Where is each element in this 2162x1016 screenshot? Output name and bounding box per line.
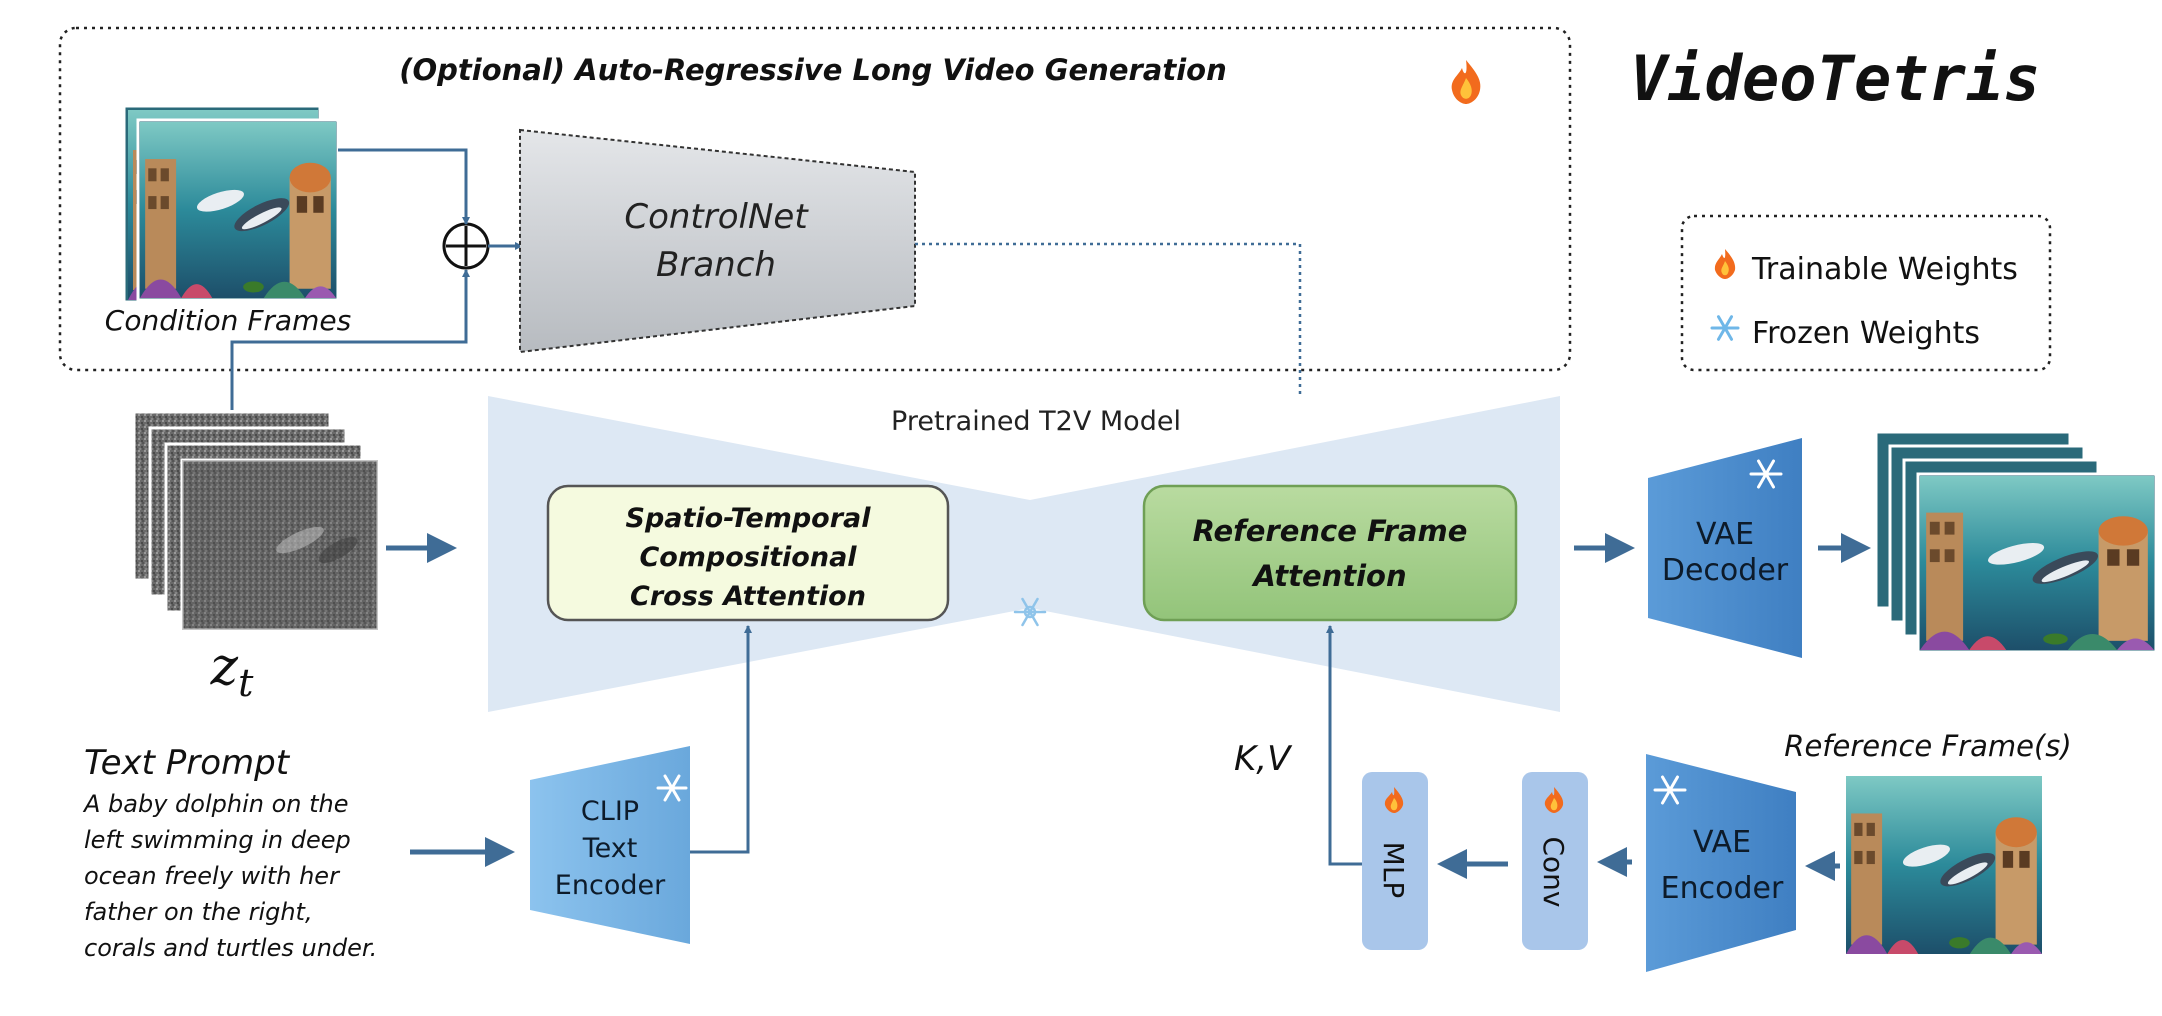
snowflake-icon bbox=[1749, 459, 1783, 489]
condition-to-add-connector bbox=[338, 148, 470, 225]
reference-frames-image bbox=[1846, 776, 2042, 954]
snowflake-icon bbox=[1013, 597, 1047, 627]
spatio-label-line1: Spatio-Temporal bbox=[626, 503, 872, 534]
fire-icon bbox=[1384, 787, 1404, 813]
vae-decoder-line2: Decoder bbox=[1662, 553, 1789, 588]
text-prompt-line: A baby dolphin on the bbox=[82, 790, 349, 818]
legend: Trainable Weights Frozen Weights bbox=[1680, 214, 2052, 372]
controlnet-label-line2: Branch bbox=[656, 245, 776, 285]
conv-block bbox=[1522, 772, 1588, 950]
clip-text-encoder-block bbox=[530, 746, 690, 944]
vae-encoder-line1: VAE bbox=[1693, 825, 1751, 860]
noise-to-add-connector bbox=[230, 269, 470, 410]
reference-frames-caption: Reference Frame(s) bbox=[1784, 729, 2071, 763]
reference-frame-attention-block bbox=[1142, 484, 1518, 622]
clip-label-line3: Encoder bbox=[555, 870, 666, 901]
snowflake-icon bbox=[1653, 775, 1687, 805]
fire-icon bbox=[1451, 60, 1481, 104]
spatio-temporal-attention-block bbox=[546, 484, 950, 622]
t2v-hourglass-fill bbox=[488, 396, 1560, 712]
snowflake-icon bbox=[1710, 315, 1740, 341]
optional-branch-box bbox=[58, 26, 1572, 372]
legend-trainable-label: Trainable Weights bbox=[1751, 252, 2018, 287]
optional-branch-title: (Optional) Auto-Regressive Long Video Ge… bbox=[399, 53, 1226, 87]
noise-latent-image bbox=[132, 410, 380, 632]
fire-icon bbox=[1544, 787, 1564, 813]
condition-frames-caption: Condition Frames bbox=[105, 304, 351, 337]
reference-attention-line2: Attention bbox=[1251, 559, 1406, 593]
controlnet-branch-block bbox=[519, 128, 916, 354]
mlp-to-reference-attention-connector bbox=[1326, 625, 1362, 866]
noise-label: zt bbox=[210, 637, 254, 705]
controlnet-to-reference-connector bbox=[915, 242, 1304, 423]
spatio-label-line2: Compositional bbox=[639, 542, 857, 573]
text-prompt-line: father on the right, bbox=[84, 898, 313, 926]
add-operator-icon bbox=[442, 222, 490, 270]
reference-attention-line1: Reference Frame bbox=[1193, 514, 1468, 548]
vae-decoder-line1: VAE bbox=[1696, 517, 1754, 552]
mlp-label: MLP bbox=[1377, 842, 1410, 899]
clip-to-spatio-connector bbox=[690, 625, 752, 854]
condition-frames-image bbox=[122, 104, 340, 304]
t2v-title: Pretrained T2V Model bbox=[891, 406, 1181, 437]
kv-label: K,V bbox=[1234, 739, 1293, 779]
vae-encoder-line2: Encoder bbox=[1661, 871, 1784, 906]
clip-label-line2: Text bbox=[582, 833, 638, 864]
clip-label-line1: CLIP bbox=[581, 796, 639, 827]
vae-decoder-block bbox=[1648, 438, 1802, 658]
optional-branch-group: (Optional) Auto-Regressive Long Video Ge… bbox=[58, 26, 1572, 410]
mlp-block bbox=[1362, 772, 1428, 950]
conv-label: Conv bbox=[1537, 837, 1570, 908]
spatio-label-line3: Cross Attention bbox=[630, 581, 866, 612]
text-prompt-title: Text Prompt bbox=[84, 743, 291, 783]
snowflake-icon bbox=[656, 774, 688, 802]
brand-title: VideoTetris bbox=[1630, 42, 2041, 115]
text-prompt-line: corals and turtles under. bbox=[84, 934, 377, 962]
text-prompt-line: left swimming in deep bbox=[84, 826, 351, 854]
controlnet-label-line1: ControlNet bbox=[624, 197, 809, 237]
text-prompt-line: ocean freely with her bbox=[84, 862, 341, 890]
fire-icon bbox=[1714, 249, 1736, 279]
legend-frozen-label: Frozen Weights bbox=[1752, 316, 1980, 351]
output-frames-image bbox=[1874, 430, 2158, 654]
text-prompt-body: A baby dolphin on the left swimming in d… bbox=[82, 790, 377, 962]
vae-encoder-block bbox=[1646, 754, 1796, 972]
